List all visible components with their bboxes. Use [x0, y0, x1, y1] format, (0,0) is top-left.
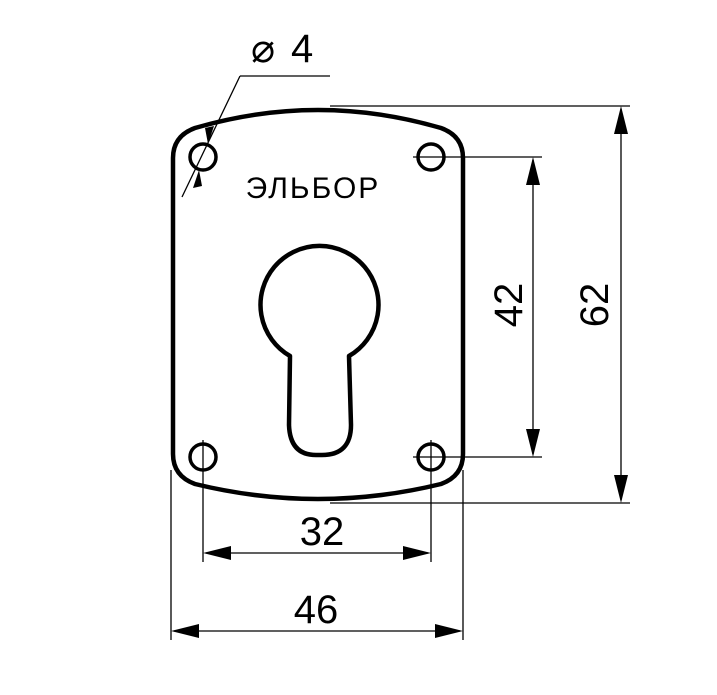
plate-height-dimension: 62	[330, 105, 630, 504]
hole-spacing-horizontal-value: 32	[300, 510, 345, 554]
plate-width-value: 46	[294, 588, 339, 632]
brand-label: ЭЛЬБОР	[246, 172, 381, 205]
mounting-hole-top-left	[188, 142, 218, 172]
hole-spacing-vertical-value: 42	[487, 283, 531, 328]
hole-spacing-horizontal-dimension: 32	[202, 440, 432, 562]
plate-height-value: 62	[573, 283, 617, 328]
diameter-value: 4	[291, 27, 313, 71]
hole-spacing-vertical-dimension: 42	[413, 156, 542, 458]
plate-width-dimension: 46	[170, 470, 464, 640]
diameter-dimension: ⌀ 4	[181, 27, 330, 198]
keyhole-cutout	[258, 243, 381, 458]
diameter-symbol: ⌀	[251, 27, 275, 71]
plate-outline	[170, 107, 466, 502]
